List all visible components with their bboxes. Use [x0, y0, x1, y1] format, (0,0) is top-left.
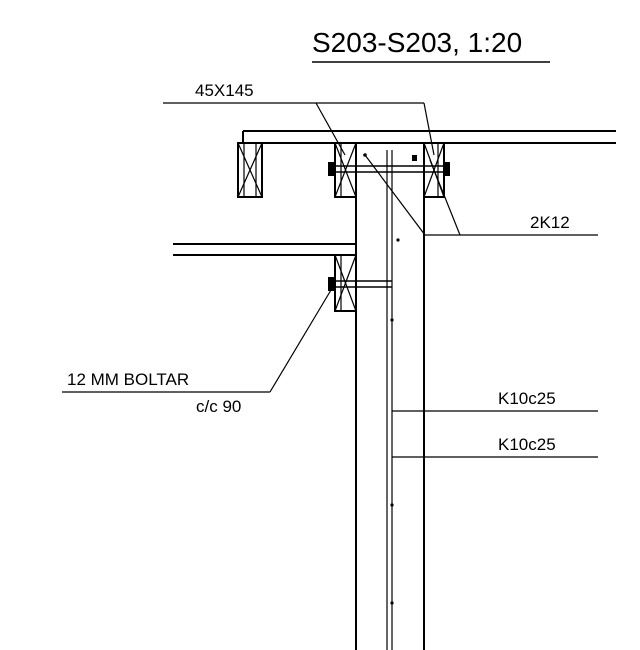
leader-bolts: [62, 284, 335, 393]
concrete-column: [355, 143, 425, 650]
leader-rebar-top: [364, 154, 598, 236]
label-timber: 45X145: [195, 81, 254, 100]
leader-timber: [163, 102, 435, 156]
label-stirrup-1: K10c25: [498, 389, 556, 408]
timber-lower: [334, 254, 357, 312]
timber-left-outer: [237, 142, 263, 198]
label-rebar-top: 2K12: [530, 213, 570, 232]
label-stirrup-2: K10c25: [498, 435, 556, 454]
mid-planks: [173, 243, 356, 256]
label-bolt-spacing: c/c 90: [196, 397, 241, 416]
bolt-lower: [328, 277, 392, 291]
rebar-dots: [363, 153, 400, 605]
drawing-title: S203-S203, 1:20: [312, 27, 522, 58]
label-bolts: 12 MM BOLTAR: [67, 370, 189, 389]
timber-left-column: [334, 142, 357, 198]
bolt-upper: [328, 155, 450, 176]
